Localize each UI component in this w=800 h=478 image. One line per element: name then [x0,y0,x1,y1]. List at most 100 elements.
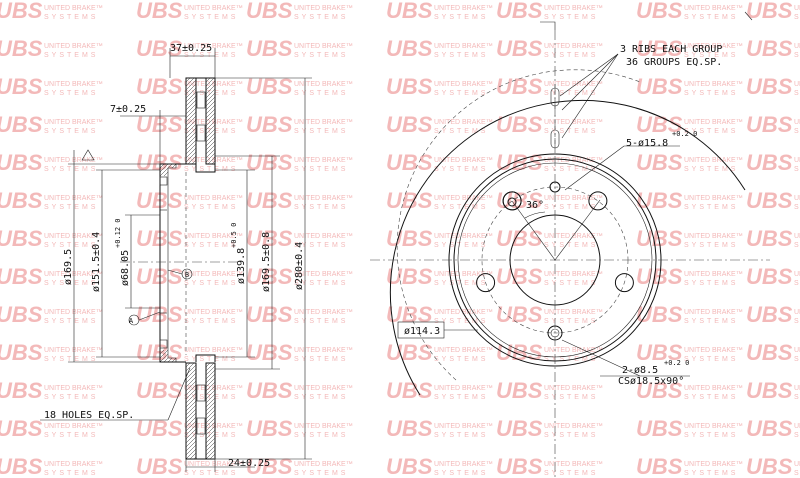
watermark-line1: UNITED BRAKE™ [684,461,743,468]
hatch-line [185,123,197,135]
hatch-line [205,116,216,127]
watermark-brand: UBS [0,454,43,478]
watermark-line2: SYSTEMS [544,90,598,97]
watermark-brand: UBS [0,340,43,365]
watermark-line1: UNITED BRAKE™ [294,461,353,468]
hatch-line [185,384,197,396]
watermark-line1: UNITED BRAKE™ [184,157,243,164]
watermark-line2: SYSTEMS [434,242,488,249]
watermark-brand: UBS [496,264,543,289]
watermark-brand: UBS [136,188,183,213]
watermark-brand: UBS [386,454,433,478]
watermark-brand: UBS [496,378,543,403]
watermark-line2: SYSTEMS [184,318,238,325]
hatch-line [185,115,197,127]
watermark-line2: SYSTEMS [44,470,98,477]
hatch-line [205,413,216,424]
dim-bottom-width: 24±0.25 [228,458,270,469]
dia-169-left: ø169.5 [63,249,74,285]
watermark-line1: UNITED BRAKE™ [794,43,800,50]
watermark-line1: UNITED BRAKE™ [294,81,353,88]
hatch-line [159,349,165,355]
hatch-line [185,424,197,436]
watermark-line1: UNITED BRAKE™ [684,157,743,164]
hatch-line [163,357,169,363]
hat-outline [159,163,186,363]
watermark-line2: SYSTEMS [684,470,738,477]
hatch-line [205,409,216,420]
watermark-brand: UBS [496,454,543,478]
watermark-line2: SYSTEMS [794,52,800,59]
watermark-line2: SYSTEMS [434,432,488,439]
hatch-line [205,433,216,444]
watermark-brand: UBS [386,0,433,23]
watermark-brand: UBS [636,302,683,327]
watermark-brand: UBS [386,416,433,441]
watermark-line1: UNITED BRAKE™ [44,385,103,392]
watermark-brand: UBS [136,0,183,23]
hatch-line [185,396,197,408]
watermark-line1: UNITED BRAKE™ [684,5,743,12]
watermark-brand: UBS [496,302,543,327]
pilot-hole-tolerance: +0.2 0 [664,359,689,367]
hatch-line [205,425,216,436]
watermark-line2: SYSTEMS [184,280,238,287]
watermark-line1: UNITED BRAKE™ [794,233,800,240]
watermark-line1: UNITED BRAKE™ [294,5,353,12]
watermark-line2: SYSTEMS [794,14,800,21]
rotor-outer-edge [389,99,746,396]
watermark-line1: UNITED BRAKE™ [794,309,800,316]
watermark-line1: UNITED BRAKE™ [794,347,800,354]
bolt-hole-inner [507,197,517,207]
watermark-brand: UBS [746,340,793,365]
watermark-line2: SYSTEMS [434,204,488,211]
watermark-line1: UNITED BRAKE™ [684,81,743,88]
watermark-line2: SYSTEMS [794,242,800,249]
watermark-line1: UNITED BRAKE™ [794,385,800,392]
watermark-brand: UBS [136,74,183,99]
hatch-line [205,449,216,460]
watermark-brand: UBS [246,112,293,137]
hatch-line [167,163,173,169]
watermark-line2: SYSTEMS [294,432,348,439]
watermark-line2: SYSTEMS [294,470,348,477]
watermark-line1: UNITED BRAKE™ [184,233,243,240]
dia-68-tolerance: +0.12 0 [114,218,122,248]
watermark-line2: SYSTEMS [184,14,238,21]
hatch-line [205,421,216,432]
watermark-line1: UNITED BRAKE™ [44,423,103,430]
watermark-line2: SYSTEMS [434,128,488,135]
hatch-line [187,155,197,165]
hatch-line [191,159,197,165]
watermark-brand: UBS [636,454,683,478]
watermark-brand: UBS [136,36,183,61]
dia-139: ø139.8 [236,248,247,284]
watermark-brand: UBS [0,378,43,403]
watermark-brand: UBS [746,36,793,61]
watermark-line2: SYSTEMS [44,280,98,287]
watermark-line2: SYSTEMS [294,356,348,363]
watermark-line1: UNITED BRAKE™ [294,157,353,164]
hatch-line [205,108,216,119]
watermark-brand: UBS [496,36,543,61]
watermark-line2: SYSTEMS [544,242,598,249]
watermark-line1: UNITED BRAKE™ [44,347,103,354]
watermark-line2: SYSTEMS [44,432,98,439]
watermark-brand: UBS [0,150,43,175]
watermark-line1: UNITED BRAKE™ [434,157,493,164]
hatch-line [185,79,197,91]
watermark-line2: SYSTEMS [434,280,488,287]
watermark-line2: SYSTEMS [434,394,488,401]
watermark-line2: SYSTEMS [794,128,800,135]
watermark-line1: UNITED BRAKE™ [544,119,603,126]
watermark-line2: SYSTEMS [184,470,238,477]
hatch-line [185,362,195,372]
watermark-line2: SYSTEMS [684,394,738,401]
watermark-brand: UBS [246,0,293,23]
note-ribs-line1: 3 RIBS EACH GROUP [620,44,722,55]
hatch-line [205,77,211,83]
watermark-line2: SYSTEMS [684,52,738,59]
watermark-line2: SYSTEMS [184,128,238,135]
watermark-line1: UNITED BRAKE™ [684,233,743,240]
